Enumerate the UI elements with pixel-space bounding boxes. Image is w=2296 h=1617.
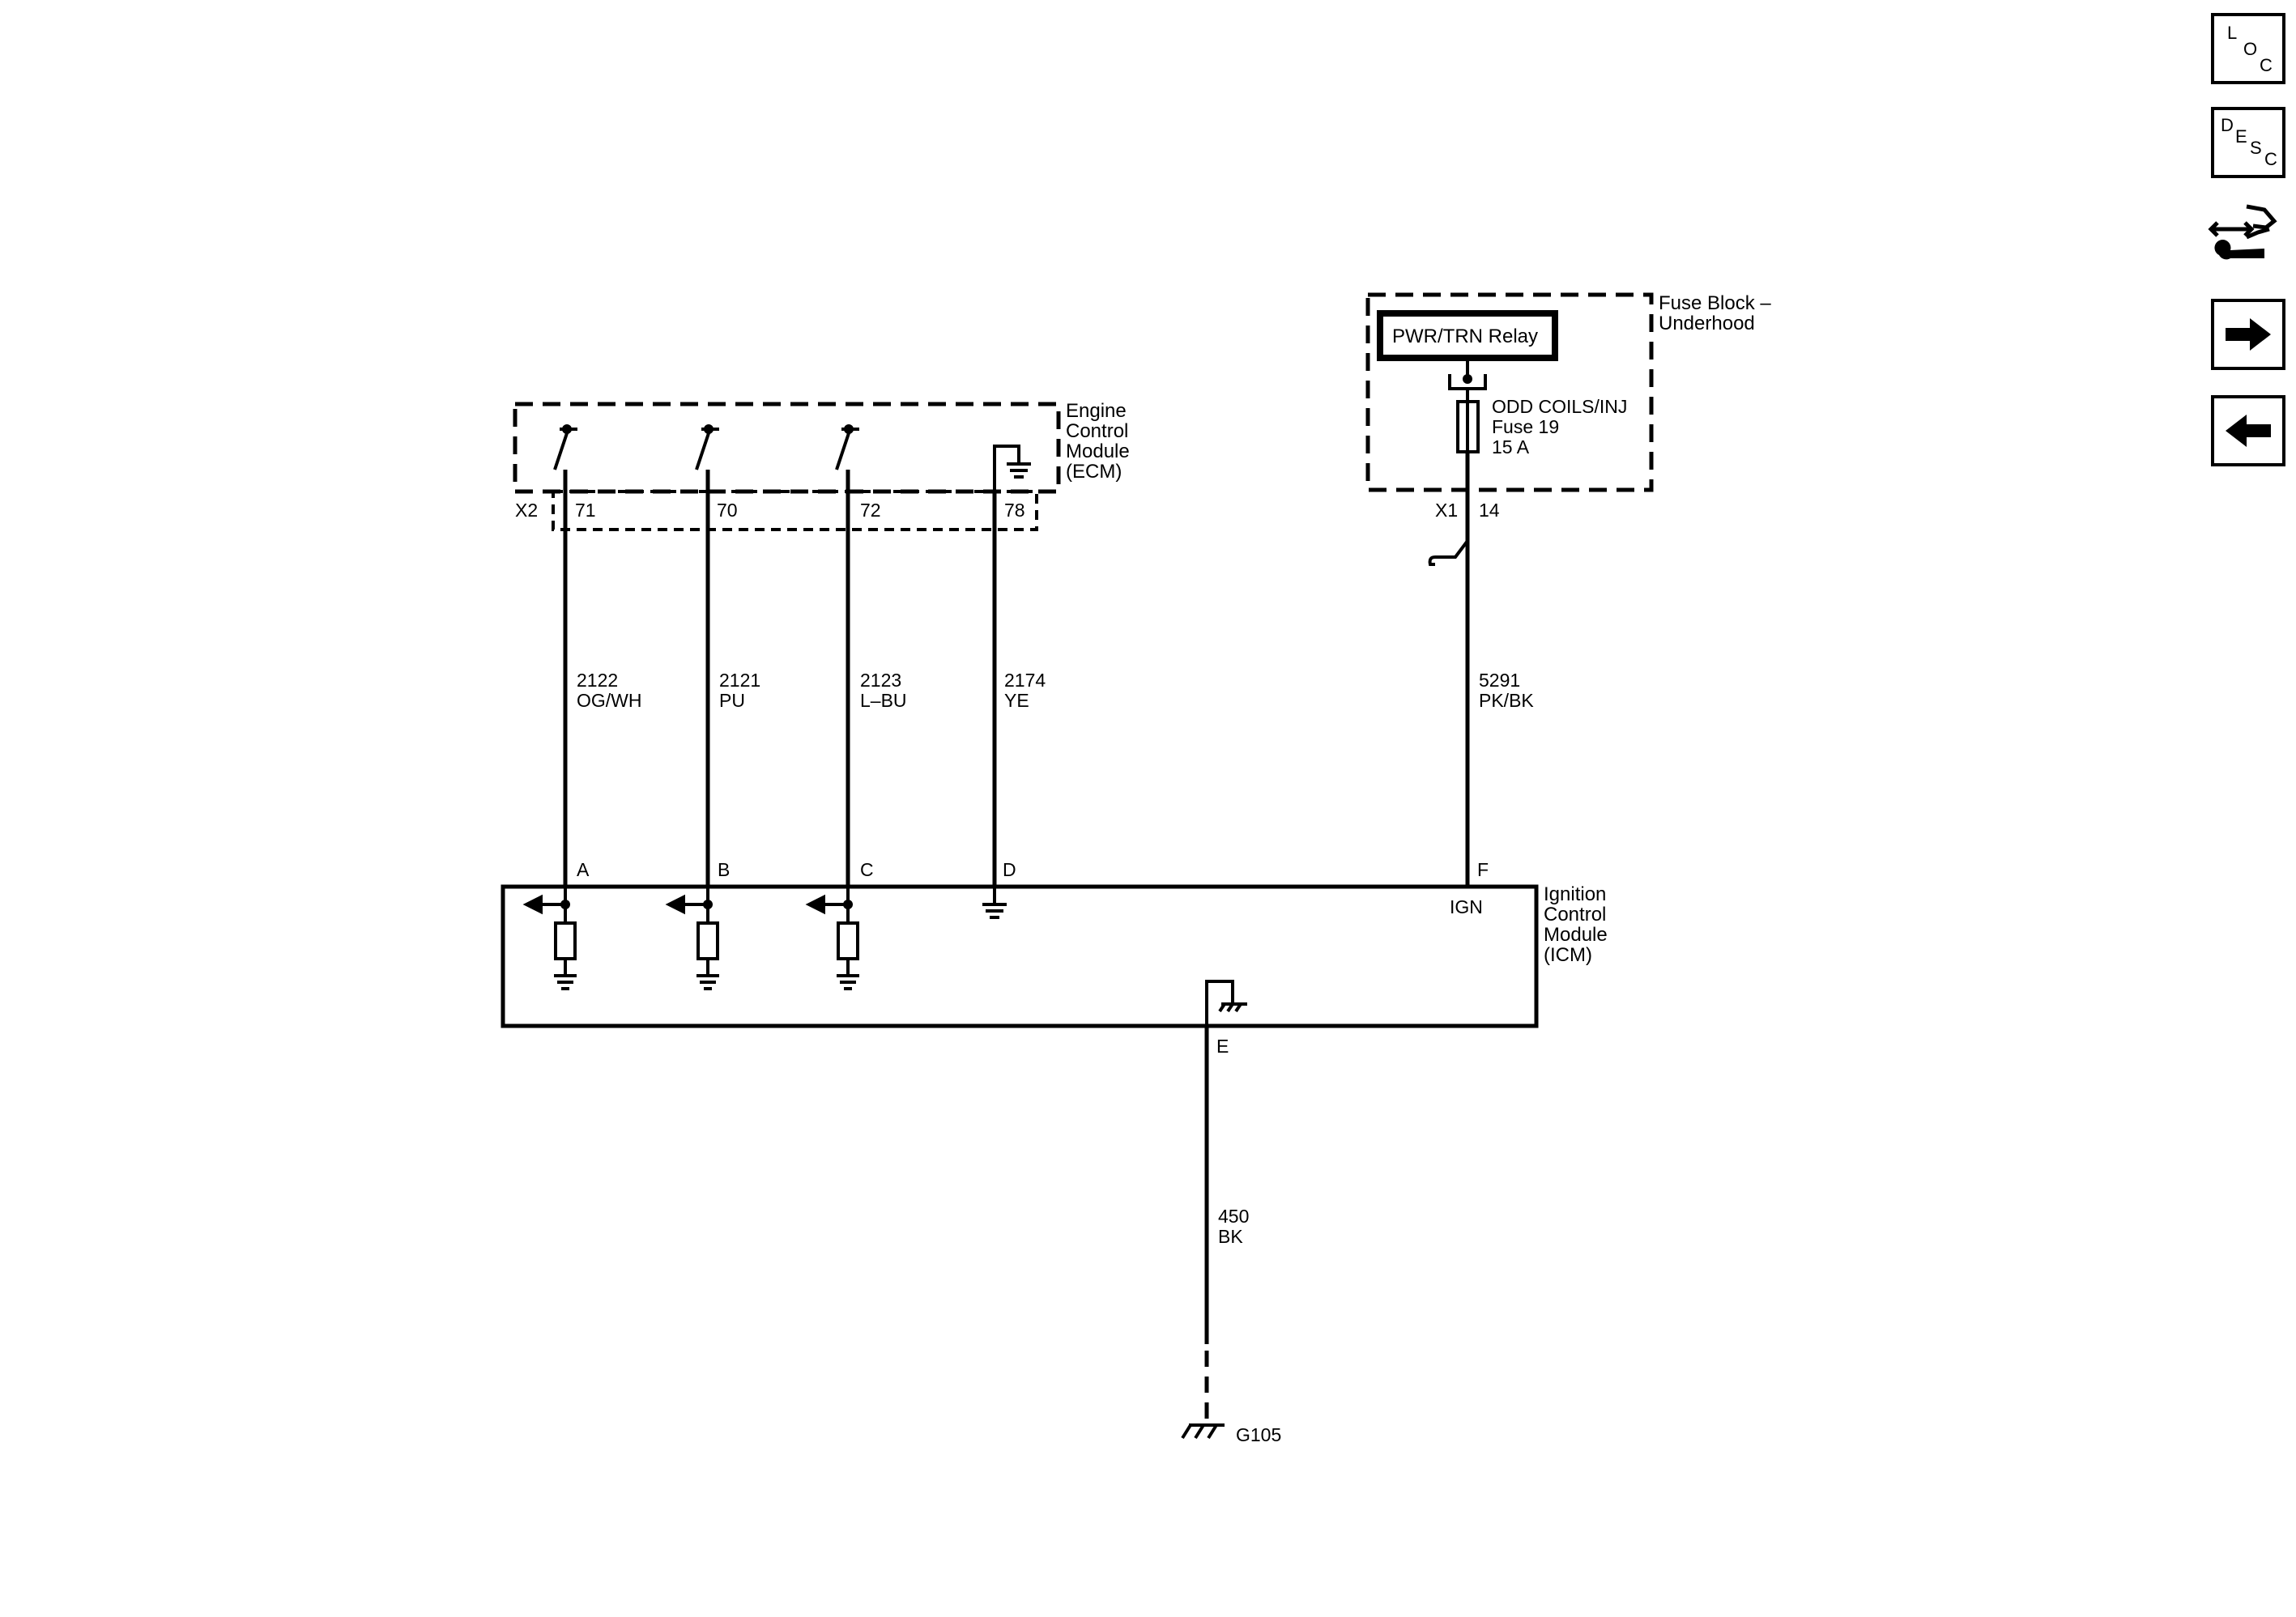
desc-letter-e: E <box>2235 126 2247 147</box>
ground-g105-label: G105 <box>1236 1424 1281 1445</box>
loc-letter-l: L <box>2227 23 2238 43</box>
connector-symbol-icon <box>1428 539 1469 566</box>
icm-pin-d: D <box>1003 859 1016 880</box>
icm-label-2: Control <box>1544 904 1606 926</box>
ecm-label-1: Engine <box>1066 400 1127 422</box>
fuse-icon <box>1448 358 1487 453</box>
wire-2123-color: L–BU <box>860 690 907 711</box>
ecm-switch-70 <box>695 424 719 470</box>
icm-pin-c: C <box>860 859 874 880</box>
fuse-pin-14: 14 <box>1479 500 1500 521</box>
loc-letter-c: C <box>2260 55 2273 75</box>
fuse-label-1: ODD COILS/INJ <box>1492 396 1627 417</box>
next-arrow-icon <box>2226 318 2271 351</box>
fuse-junction <box>1463 374 1472 384</box>
desc-letter-c: C <box>2264 149 2277 169</box>
ground-g105-icon <box>1181 1423 1225 1440</box>
icm-input-a <box>522 887 577 990</box>
location-button[interactable]: L O C <box>2211 13 2285 84</box>
wire-2121-circuit: 2121 <box>719 670 760 691</box>
ecm-switch-71 <box>553 424 577 470</box>
ecm-ground-icon <box>993 445 1031 494</box>
icm-ign-label: IGN <box>1450 896 1483 917</box>
icm-label-1: Ignition <box>1544 883 1606 905</box>
back-arrow-icon <box>2226 415 2271 447</box>
wire-2174-color: YE <box>1004 690 1029 711</box>
relay-label: PWR/TRN Relay <box>1392 326 1538 347</box>
ecm-pin-70: 70 <box>717 500 738 521</box>
loc-letter-o: O <box>2243 39 2258 59</box>
ecm-label-4: (ECM) <box>1066 461 1122 483</box>
wire-450-circuit: 450 <box>1218 1206 1249 1227</box>
icm-label-3: Module <box>1544 924 1608 946</box>
wire-2121-color: PU <box>719 690 745 711</box>
icm-chassis-ground-icon <box>1205 980 1247 1026</box>
ecm-box <box>513 402 1061 494</box>
icm-ground-d-icon <box>982 887 1007 919</box>
icm-input-b <box>665 887 719 990</box>
icm-input-c <box>805 887 859 990</box>
fuse-block-box <box>1365 292 1654 492</box>
fuse-label-2: Fuse 19 <box>1492 416 1559 437</box>
relay-box <box>1377 310 1558 361</box>
wire-2123-circuit: 2123 <box>860 670 901 691</box>
ecm-label-2: Control <box>1066 420 1128 442</box>
icm-pin-f: F <box>1477 859 1489 880</box>
fuse-block-label-2: Underhood <box>1659 313 1755 334</box>
icm-label-4: (ICM) <box>1544 944 1592 966</box>
wire-5291-circuit: 5291 <box>1479 670 1520 691</box>
icm-box <box>501 884 1539 1028</box>
icm-pin-a: A <box>577 859 590 880</box>
ecm-pin-72: 72 <box>860 500 881 521</box>
description-button[interactable]: D E S C <box>2211 107 2285 178</box>
ecm-pin-71: 71 <box>575 500 596 521</box>
ecm-connector-box <box>552 490 1038 531</box>
icm-pin-b: B <box>718 859 730 880</box>
fuse-connector-label: X1 <box>1435 500 1458 521</box>
ecm-connector-label: X2 <box>515 500 538 521</box>
desc-letter-s: S <box>2250 138 2262 158</box>
fuse-block-label-1: Fuse Block – <box>1659 292 1771 314</box>
connector-repair-icon[interactable] <box>2208 198 2289 279</box>
fuse-label-3: 15 A <box>1492 436 1530 457</box>
next-page-button[interactable] <box>2211 299 2285 370</box>
desc-letter-d: D <box>2221 115 2234 135</box>
icm-pin-e: E <box>1216 1036 1229 1057</box>
wire-2122-circuit: 2122 <box>577 670 618 691</box>
ecm-label-3: Module <box>1066 440 1130 462</box>
ecm-pin-78: 78 <box>1004 500 1025 521</box>
previous-page-button[interactable] <box>2211 395 2285 466</box>
wire-2174-circuit: 2174 <box>1004 670 1046 691</box>
wire-450-color: BK <box>1218 1226 1243 1247</box>
ecm-switch-72 <box>835 424 859 470</box>
wire-2122-color: OG/WH <box>577 690 642 711</box>
wire-5291-color: PK/BK <box>1479 690 1534 711</box>
